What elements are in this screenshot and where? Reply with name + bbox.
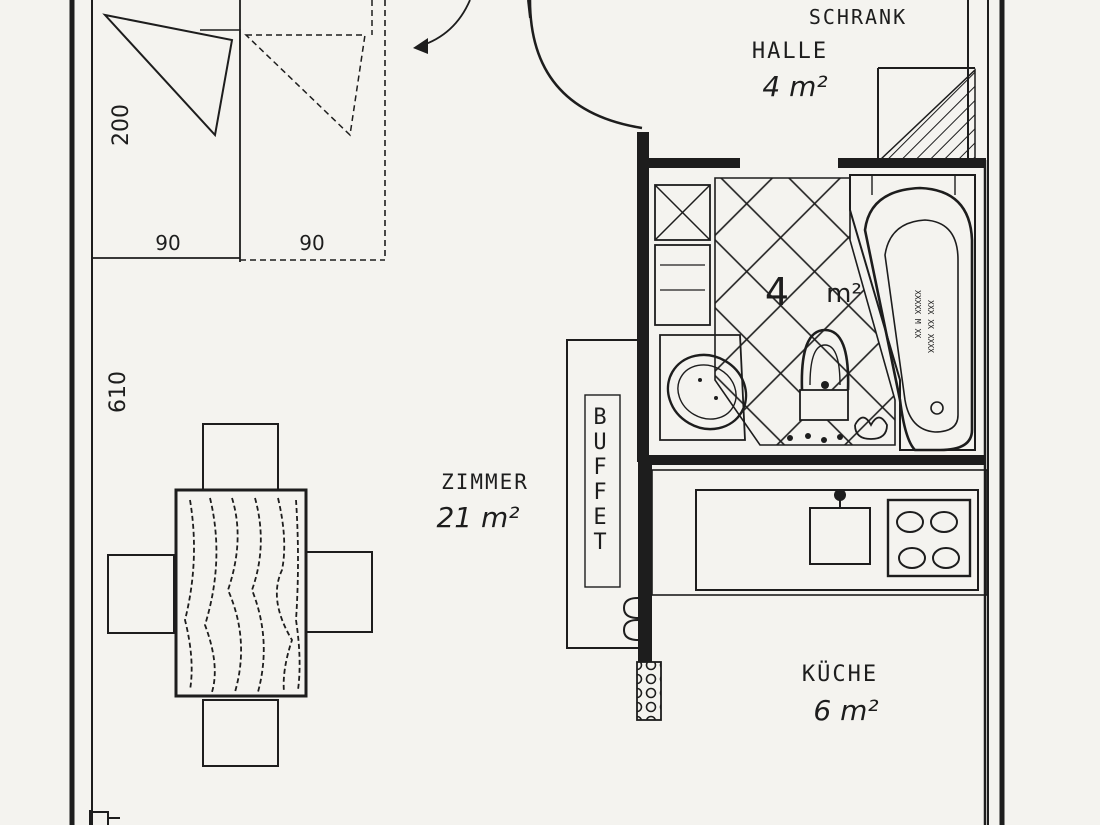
buffet-label: BUFFET (588, 405, 613, 555)
bed-width-right-label: 90 (299, 231, 324, 255)
kitchen-partition (622, 462, 662, 721)
zimmer-label: ZIMMER (441, 470, 529, 494)
svg-text:XXX XX XXXX: XXX XX XXXX (926, 300, 935, 353)
hall-door (527, 0, 643, 130)
kitchen-counter (651, 469, 988, 596)
halle-area: 4 m² (762, 70, 827, 103)
bed-width-left-label: 90 (155, 231, 180, 255)
bathroom-area-number: 4 (765, 270, 789, 314)
svg-text:XXXXX M XX: XXXXX M XX (913, 290, 922, 338)
kueche-area: 6 m² (813, 694, 878, 727)
bathroom-area-unit: m² (826, 279, 862, 309)
halle-label: HALLE (752, 39, 828, 64)
dining-table (107, 423, 373, 767)
outer-walls (69, 0, 1005, 825)
bed-area (92, 0, 471, 262)
bed-length-label: 200 (109, 104, 134, 146)
zimmer-area: 21 m² (436, 501, 519, 534)
room-length-label: 610 (106, 371, 131, 413)
bathroom: XXXXX M XX XXX XX XXXX (637, 132, 987, 825)
schrank-label: SCHRANK (809, 5, 907, 29)
kueche-label: KÜCHE (802, 661, 878, 687)
